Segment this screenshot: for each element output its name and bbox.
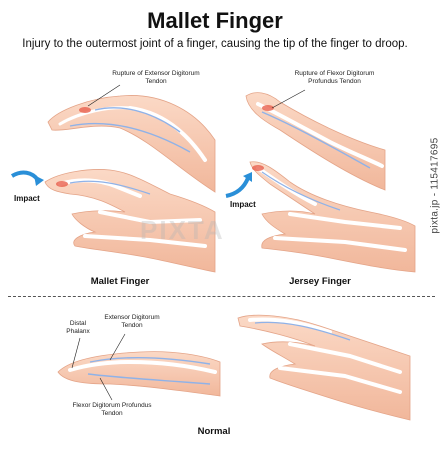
- watermark: PIXTA: [140, 215, 225, 245]
- extensor-tendon-label: Extensor Digitorum Tendon: [104, 314, 160, 329]
- jersey-caption: Jersey Finger: [289, 276, 351, 287]
- mallet-impact-arrow: [10, 170, 40, 182]
- jersey-impact-arrow: [225, 177, 250, 198]
- extensor-leader: [109, 333, 126, 361]
- jersey-rupture-leader: [271, 89, 306, 109]
- normal-finger-closeup: [57, 351, 221, 397]
- jersey-rupture-label: Rupture of Flexor Digitorum Profundus Te…: [294, 70, 375, 85]
- mallet-impact-arrowhead: [34, 175, 44, 186]
- mallet-finger-closeup: [47, 95, 216, 193]
- page-subtitle: Injury to the outermost joint of a finge…: [22, 38, 408, 50]
- distal-leader: [71, 337, 81, 369]
- flexor-tendon-label: Flexor Digitorum Profundus Tendon: [72, 402, 152, 417]
- page-title: Mallet Finger: [147, 8, 283, 33]
- jersey-impact-label: Impact: [230, 200, 256, 209]
- flexor-leader: [99, 377, 113, 401]
- jersey-finger-closeup: [245, 92, 386, 191]
- jersey-impact-arrowhead: [243, 172, 252, 182]
- mallet-hand: [44, 169, 216, 273]
- mallet-caption: Mallet Finger: [90, 276, 150, 287]
- mallet-rupture-label: Rupture of Extensor Digitorum Tendon: [112, 70, 200, 85]
- normal-hand: [237, 314, 411, 421]
- section-divider: [8, 296, 435, 297]
- distal-phalanx-label: Distal Phalanx: [66, 320, 90, 335]
- jersey-hand: [249, 161, 416, 273]
- normal-caption: Normal: [197, 426, 231, 437]
- mallet-impact-label: Impact: [14, 194, 40, 203]
- mallet-rupture-leader: [87, 84, 121, 107]
